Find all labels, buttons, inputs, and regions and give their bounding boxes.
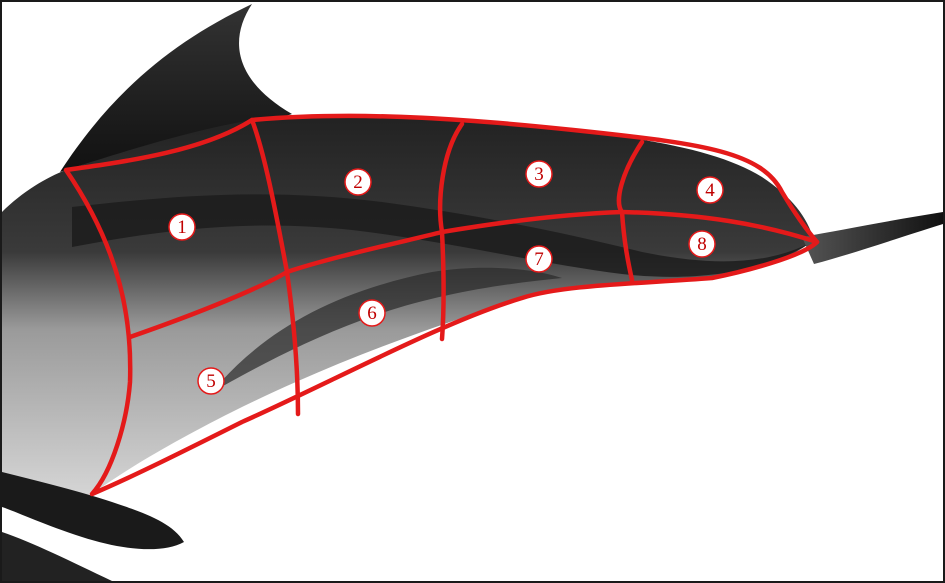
zone-label-3: 3 — [526, 161, 552, 187]
svg-text:7: 7 — [534, 249, 544, 270]
zone-label-1: 1 — [169, 214, 195, 240]
zone-label-4: 4 — [697, 177, 723, 203]
zone-label-7: 7 — [526, 246, 552, 272]
dolphin-beak — [802, 212, 943, 264]
svg-text:8: 8 — [697, 234, 707, 255]
zone-label-5: 5 — [198, 368, 224, 394]
svg-text:5: 5 — [206, 371, 216, 392]
svg-text:4: 4 — [705, 180, 715, 201]
svg-text:1: 1 — [177, 217, 187, 238]
svg-text:2: 2 — [353, 172, 363, 193]
svg-text:3: 3 — [534, 164, 544, 185]
zone-label-8: 8 — [689, 231, 715, 257]
zone-label-6: 6 — [359, 300, 385, 326]
zone-label-2: 2 — [345, 169, 371, 195]
svg-text:6: 6 — [367, 303, 377, 324]
